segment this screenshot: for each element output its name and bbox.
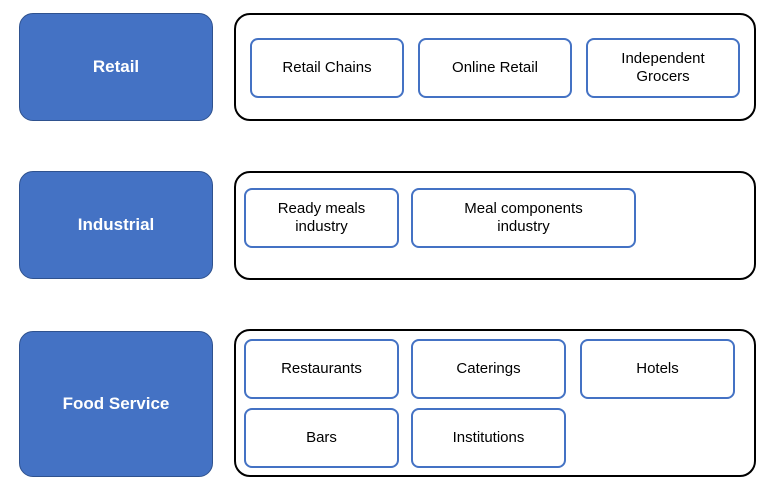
industrial-category-label: Industrial [77,215,155,234]
industrial-item-meal-components: Meal components industry [411,188,636,248]
food-service-item-restaurants: Restaurants [244,339,399,399]
retail-category-label: Retail [92,57,140,76]
food-service-item-bars: Bars [244,408,399,468]
food-service-item-caterings: Caterings [411,339,566,399]
food-service-item-institutions: Institutions [411,408,566,468]
industrial-items-group: Ready meals industry Meal components ind… [234,171,756,280]
retail-category-box: Retail [19,13,213,121]
industrial-category-box: Industrial [19,171,213,279]
retail-item-online-retail: Online Retail [418,38,572,98]
retail-item-retail-chains: Retail Chains [250,38,404,98]
food-service-items-group: Restaurants Caterings Hotels Bars Instit… [234,329,756,477]
retail-item-independent-grocers: Independent Grocers [586,38,740,98]
food-service-category-label: Food Service [62,394,170,413]
industrial-item-ready-meals: Ready meals industry [244,188,399,248]
food-service-item-hotels: Hotels [580,339,735,399]
retail-items-group: Retail Chains Online Retail Independent … [234,13,756,121]
food-service-category-box: Food Service [19,331,213,477]
